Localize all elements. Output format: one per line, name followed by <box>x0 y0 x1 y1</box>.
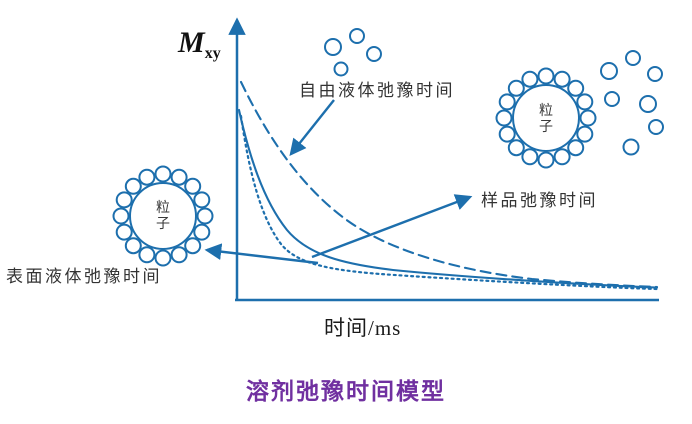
shell-molecule <box>138 246 156 264</box>
arrow-free-liquid <box>289 99 335 156</box>
particle-right <box>495 67 597 169</box>
free-molecule <box>366 46 382 62</box>
shell-molecule <box>567 139 585 157</box>
shell-molecule <box>115 223 133 241</box>
particle-label-char1: 粒 <box>539 102 553 118</box>
shell-molecule <box>115 191 133 209</box>
shell-molecule <box>184 237 202 255</box>
shell-molecule <box>193 191 211 209</box>
shell-molecule <box>567 79 585 97</box>
particle-left-label: 粒 子 <box>150 199 176 231</box>
shell-molecule <box>537 151 555 169</box>
x-axis-label: 时间/ms <box>324 316 402 340</box>
shell-molecule <box>138 168 156 186</box>
shell-molecule <box>521 148 539 166</box>
shell-molecule <box>154 249 172 267</box>
shell-molecule <box>196 207 214 225</box>
annotation-free-liquid: 自由液体弛豫时间 <box>299 81 455 100</box>
y-axis-label: Mxy <box>178 26 221 63</box>
free-molecule <box>349 28 365 44</box>
shell-molecule <box>553 70 571 88</box>
free-molecule <box>622 138 640 156</box>
shell-molecule <box>495 109 513 127</box>
shell-molecule <box>579 109 597 127</box>
annotation-surface-liquid: 表面液体弛豫时间 <box>6 267 162 286</box>
shell-molecule <box>576 125 594 143</box>
particle-body <box>512 84 580 152</box>
shell-molecule <box>553 148 571 166</box>
shell-molecule <box>521 70 539 88</box>
free-molecule <box>604 91 620 107</box>
shell-molecule <box>154 165 172 183</box>
free-molecule <box>647 66 663 82</box>
free-molecules <box>324 28 664 156</box>
shell-molecule <box>507 139 525 157</box>
arrow-surface-liquid <box>204 243 319 265</box>
shell-molecule <box>537 67 555 85</box>
particle-shell <box>495 67 597 169</box>
shell-molecule <box>124 177 142 195</box>
shell-molecule <box>170 246 188 264</box>
shell-molecule <box>498 93 516 111</box>
particle-right-label: 粒 子 <box>533 102 559 134</box>
free-molecule <box>648 119 664 135</box>
free-molecule <box>639 95 657 113</box>
free-molecule <box>333 61 349 77</box>
shell-molecule <box>184 177 202 195</box>
particle-body <box>129 182 197 250</box>
particle-left <box>112 165 214 267</box>
free-molecule <box>625 50 641 66</box>
shell-molecule <box>112 207 130 225</box>
y-axis-label-subscript: xy <box>204 45 221 62</box>
annotation-sample: 样品弛豫时间 <box>481 191 598 210</box>
particle-label-char2: 子 <box>156 215 170 231</box>
shell-molecule <box>507 79 525 97</box>
shell-molecule <box>576 93 594 111</box>
particle-shell <box>112 165 214 267</box>
shell-molecule <box>170 168 188 186</box>
free-molecule <box>600 62 618 80</box>
y-axis-label-main: M <box>178 26 205 59</box>
shell-molecule <box>124 237 142 255</box>
free-molecule <box>324 38 342 56</box>
arrow-sample <box>311 194 473 259</box>
curve-sample <box>237 108 659 289</box>
particle-label-char1: 粒 <box>156 199 170 215</box>
particle-label-char2: 子 <box>539 118 553 134</box>
shell-molecule <box>498 125 516 143</box>
curve-surface-liquid <box>239 114 659 291</box>
shell-molecule <box>193 223 211 241</box>
diagram-title: 溶剂弛豫时间模型 <box>246 379 446 404</box>
